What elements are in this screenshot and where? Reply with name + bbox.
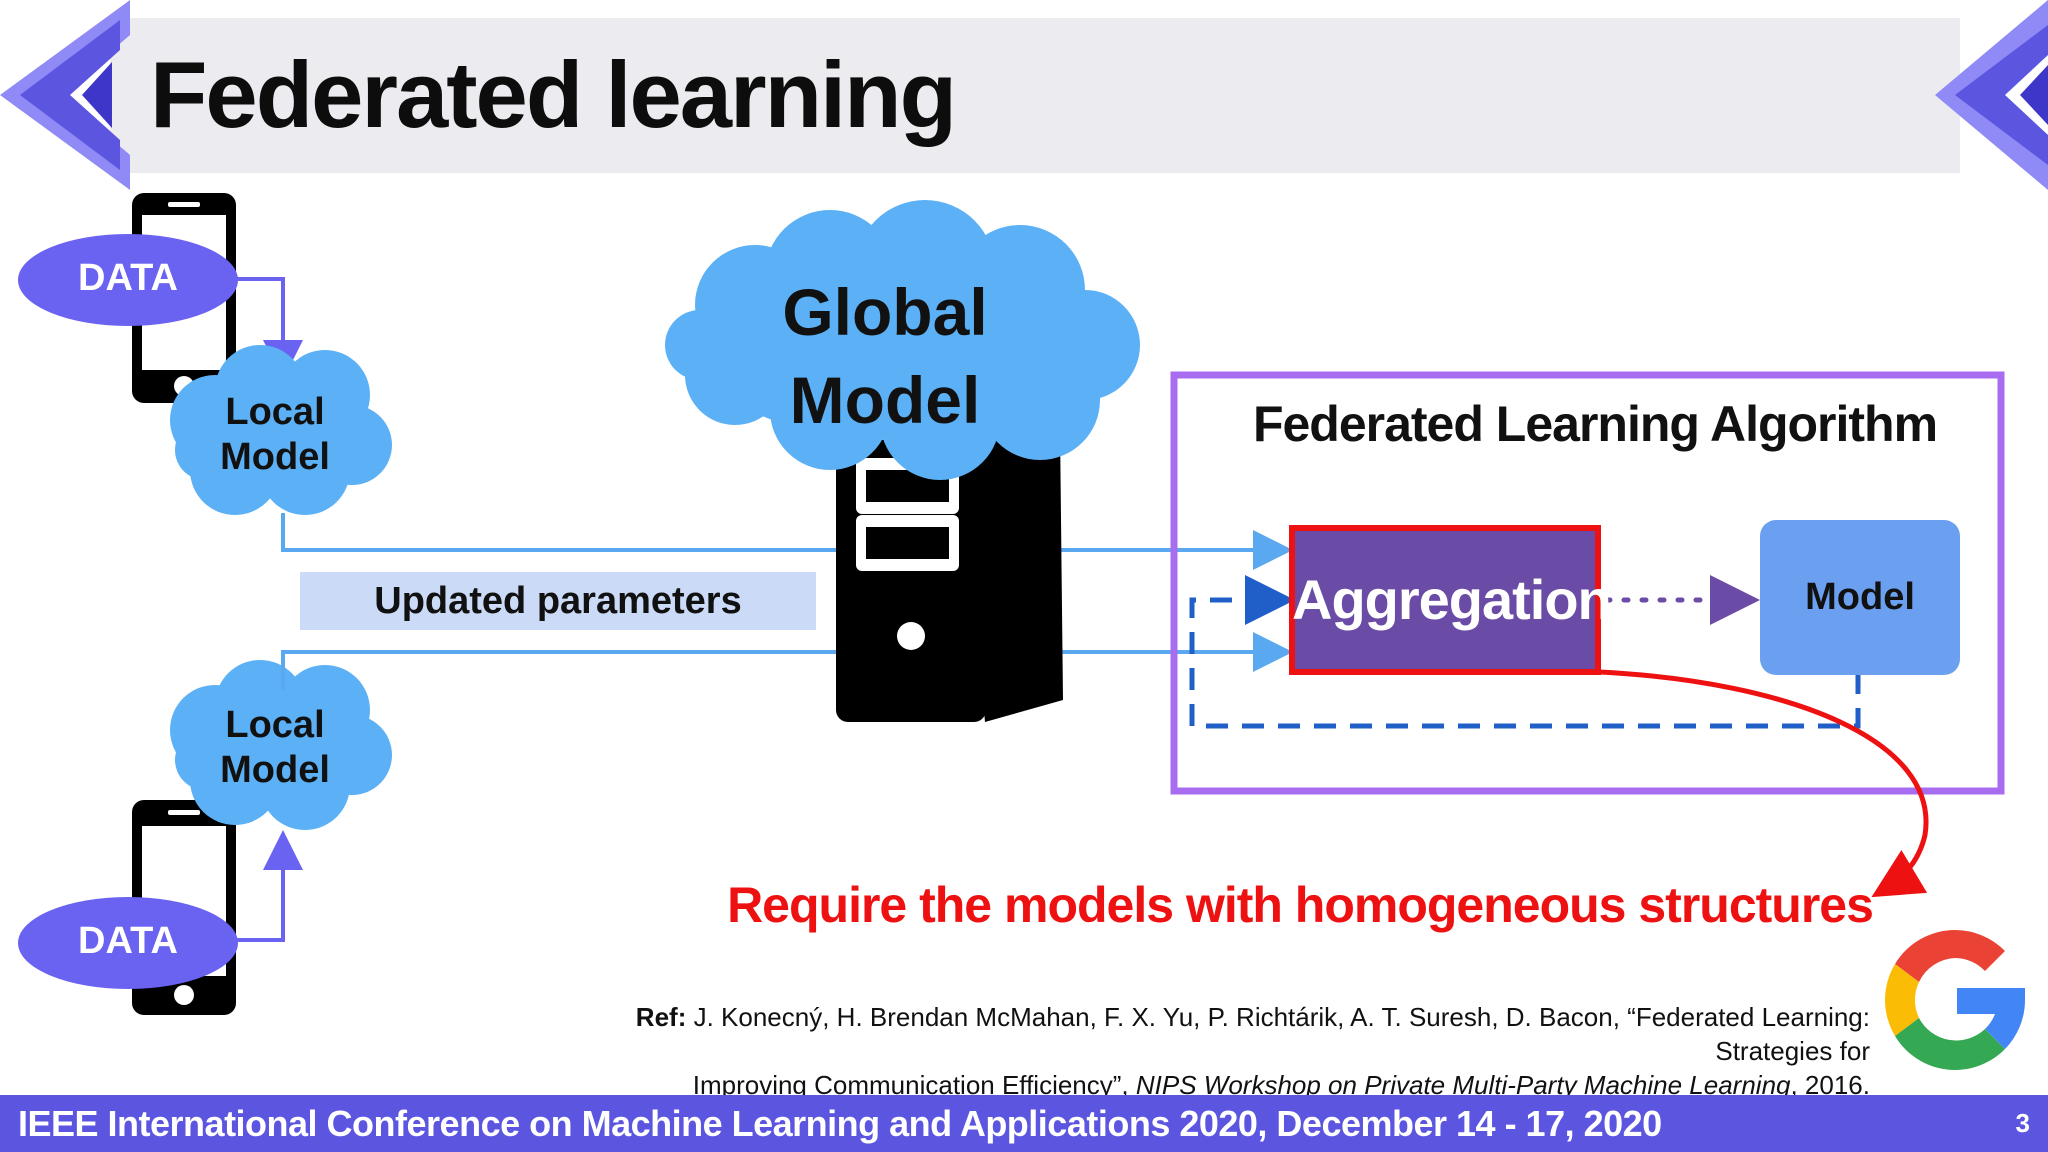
chevron-left-icon[interactable] <box>0 0 130 190</box>
local-model-cloud-top <box>170 345 392 515</box>
data-to-local-arrow <box>228 277 303 380</box>
data-to-local-arrow <box>228 830 303 942</box>
local-model-line1: Local <box>225 704 325 746</box>
aggregation-label: Aggregation <box>1292 568 1612 631</box>
updated-parameters-box <box>300 572 816 630</box>
global-model-line1: Global <box>782 275 988 349</box>
local-model-label-bottom: Local Model <box>190 703 360 793</box>
algorithm-frame <box>1170 371 2005 795</box>
local-model-label-top: Local Model <box>190 390 360 480</box>
local-model-cloud-bottom <box>170 660 392 830</box>
server-tower-icon <box>836 428 1063 722</box>
model-box <box>1760 520 1960 675</box>
data-ellipse-bottom <box>18 897 238 989</box>
requirement-arrow <box>1599 669 1929 898</box>
local-model-line2: Model <box>220 748 330 791</box>
title-bar <box>110 18 1960 173</box>
reference-prefix: Ref: <box>635 1002 687 1032</box>
local-model-line2: Model <box>220 435 330 478</box>
data-ellipse-top <box>18 234 238 326</box>
slide-title: Federated learning <box>150 42 957 147</box>
upload-arrow-bottom <box>281 632 1293 690</box>
footer-conference: IEEE International Conference on Machine… <box>18 1103 1662 1144</box>
page-number: 3 <box>2015 1108 2030 1138</box>
reference-authors: J. Konecný, H. Brendan McMahan, F. X. Yu… <box>693 1002 1870 1066</box>
requirement-text: Require the models with homogeneous stru… <box>727 877 1874 933</box>
global-model-label: Global Model <box>760 268 1010 444</box>
model-label: Model <box>1805 576 1915 618</box>
footer-bar <box>0 1095 2048 1152</box>
feedback-dashed-arrow <box>1189 575 1861 729</box>
data-label-top: DATA <box>78 257 178 299</box>
chevron-left-icon[interactable] <box>1935 0 2048 190</box>
algorithm-title: Federated Learning Algorithm <box>1252 396 1938 452</box>
reference-line1: Ref: J. Konecný, H. Brendan McMahan, F. … <box>560 1000 1870 1068</box>
google-g-logo <box>1885 930 2025 1070</box>
global-model-cloud <box>665 200 1140 480</box>
aggregation-box <box>1289 525 1601 675</box>
global-model-line2: Model <box>789 363 981 437</box>
updated-parameters-label: Updated parameters <box>374 580 742 622</box>
upload-arrow-top <box>281 513 1293 570</box>
reference-citation: Ref: J. Konecný, H. Brendan McMahan, F. … <box>560 1000 1870 1102</box>
data-label-bottom: DATA <box>78 920 178 962</box>
local-model-line1: Local <box>225 391 325 433</box>
